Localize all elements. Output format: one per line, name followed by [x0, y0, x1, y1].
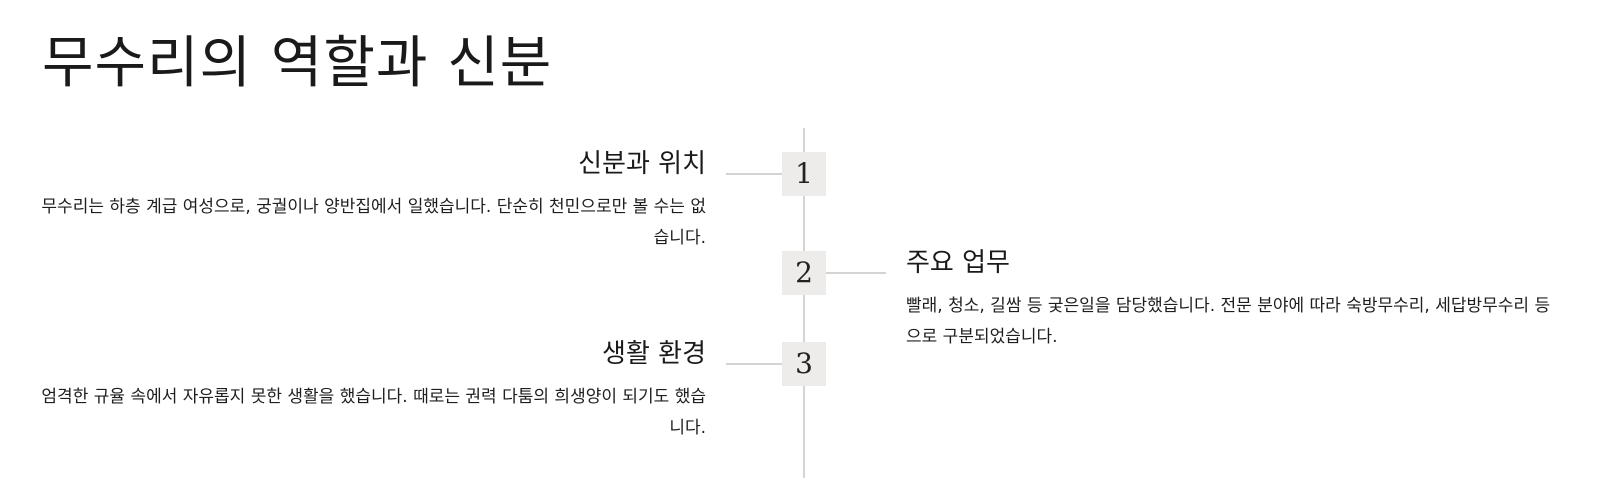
- step-2-number-badge: 2: [782, 251, 826, 295]
- step-2-connector: [804, 272, 886, 274]
- step-3-text: 엄격한 규율 속에서 자유롭지 못한 생활을 했습니다. 때로는 권력 다툼의 …: [41, 387, 706, 438]
- step-1-block: 신분과 위치 무수리는 하층 계급 여성으로, 궁궐이나 양반집에서 일했습니다…: [40, 146, 706, 254]
- page-title: 무수리의 역할과 신분: [42, 31, 553, 96]
- step-2-text: 빨래, 청소, 길쌈 등 궂은일을 담당했습니다. 전문 분야에 따라 숙방무수…: [906, 296, 1551, 347]
- step-1-text: 무수리는 하층 계급 여성으로, 궁궐이나 양반집에서 일했습니다. 단순히 천…: [41, 197, 706, 248]
- step-2-block: 주요 업무 빨래, 청소, 길쌈 등 궂은일을 담당했습니다. 전문 분야에 따…: [906, 245, 1556, 353]
- step-3-number-badge: 3: [782, 342, 826, 386]
- step-3-connector: [726, 363, 804, 365]
- step-1-heading: 신분과 위치: [578, 149, 706, 179]
- step-3-heading: 생활 환경: [602, 339, 706, 369]
- step-2-heading: 주요 업무: [906, 248, 1010, 278]
- step-1-connector: [726, 173, 804, 175]
- timeline-axis: [803, 128, 805, 478]
- step-1-number-badge: 1: [782, 152, 826, 196]
- step-3-block: 생활 환경 엄격한 규율 속에서 자유롭지 못한 생활을 했습니다. 때로는 권…: [40, 336, 706, 444]
